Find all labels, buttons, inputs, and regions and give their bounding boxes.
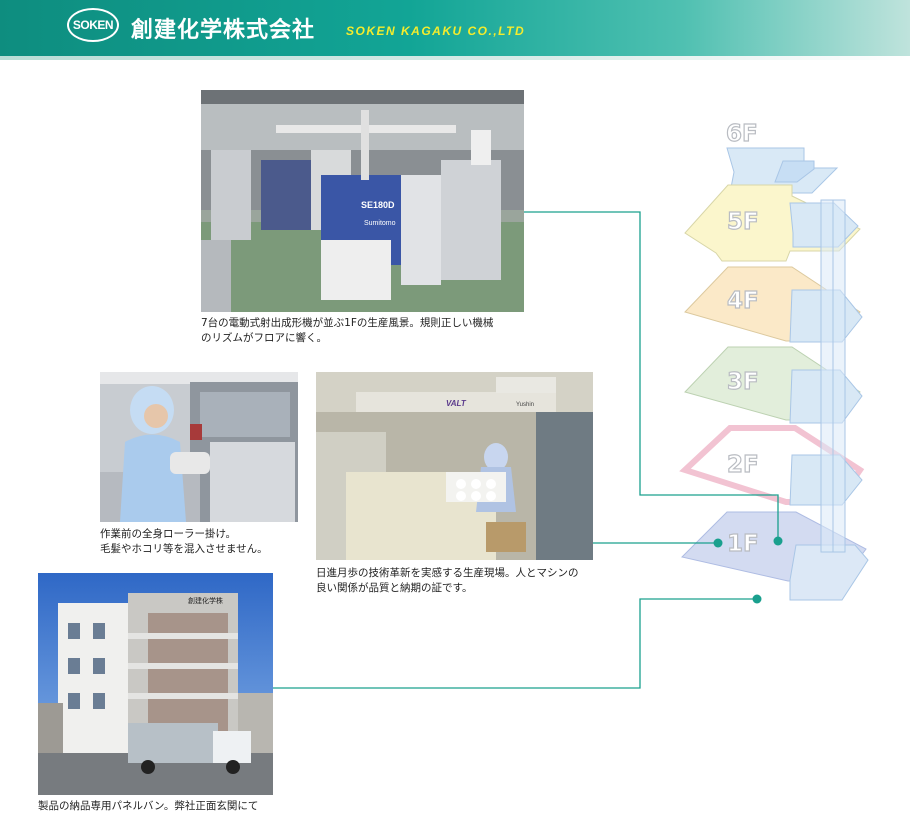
- worker-roller-caption: 作業前の全身ローラー掛け。 毛髪やホコリ等を混入させません。: [100, 528, 268, 555]
- floor-1f: [681, 511, 869, 601]
- production-line-caption: 日進月歩の技術革新を実感する生産現場。人とマシンの 良い関係が品質と納期の証です…: [316, 567, 579, 594]
- connector-dot-production: [713, 538, 723, 548]
- production-line-photo: VALT Yushin: [316, 372, 593, 560]
- floor-label-5f: 5F: [727, 209, 759, 235]
- factory-floor-photo: SE180D Sumitomo: [201, 90, 524, 312]
- header-bar: [0, 0, 910, 56]
- building-sign: 創建化学株: [188, 596, 223, 605]
- company-name-en: SOKEN KAGAKU CO.,LTD: [346, 24, 526, 38]
- floor-6f: [726, 147, 839, 194]
- floor-label-2f: 2F: [727, 452, 759, 478]
- floor-label-4f: 4F: [727, 288, 759, 314]
- machine-label: SE180D: [361, 200, 395, 210]
- floor-label-6f: 6F: [726, 121, 758, 147]
- worker-roller-photo: [100, 372, 298, 522]
- connector-dot-factory: [773, 536, 783, 546]
- floor-label-3f: 3F: [727, 369, 759, 395]
- brand-label: Sumitomo: [364, 220, 396, 227]
- connector-factory-floor: [524, 211, 779, 541]
- connector-dot-building: [752, 594, 762, 604]
- building-caption: 製品の納品専用パネルバン。弊社正面玄関にて: [38, 800, 259, 812]
- floor-label-1f: 1F: [727, 531, 759, 557]
- factory-floor-caption: 7台の電動式射出成形機が並ぶ1Fの生産風景。規則正しい機械 のリズムがフロアに響…: [201, 317, 494, 344]
- robot-brand-label: Yushin: [516, 402, 534, 408]
- robot-label: VALT: [446, 399, 467, 408]
- header-divider: [0, 56, 910, 60]
- company-name-jp: 創建化学株式会社: [131, 18, 316, 43]
- connector-building: [273, 598, 757, 689]
- company-logo: SOKEN: [67, 8, 119, 42]
- building-photo: 創建化学株: [38, 573, 273, 795]
